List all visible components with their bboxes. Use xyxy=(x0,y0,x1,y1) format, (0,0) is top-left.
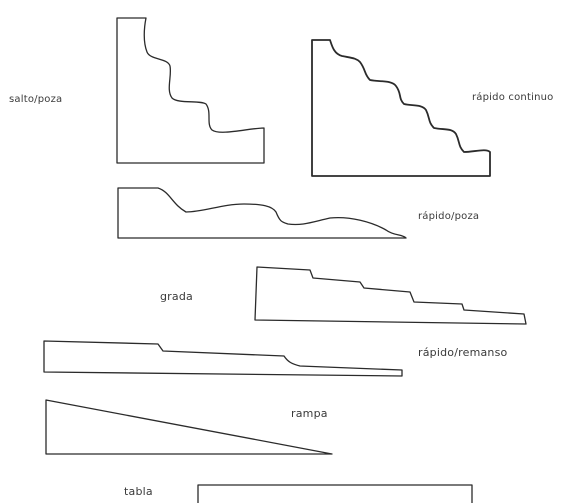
rapido-continuo-label: rápido continuo xyxy=(472,92,554,103)
rampa-profile xyxy=(45,399,333,455)
rapido-continuo-profile xyxy=(311,39,491,177)
tabla-label: tabla xyxy=(124,485,153,498)
rampa-label: rampa xyxy=(291,407,328,420)
salto-poza-label: salto/poza xyxy=(9,94,63,105)
rapido-remanso-label: rápido/remanso xyxy=(418,346,508,359)
grada-profile xyxy=(254,266,527,325)
rapido-remanso-profile xyxy=(43,340,403,377)
tabla-profile xyxy=(197,484,473,503)
rapido-poza-label: rápido/poza xyxy=(418,211,480,222)
salto-poza-profile xyxy=(116,17,265,164)
rapido-poza-profile xyxy=(117,187,407,239)
grada-label: grada xyxy=(160,290,193,303)
